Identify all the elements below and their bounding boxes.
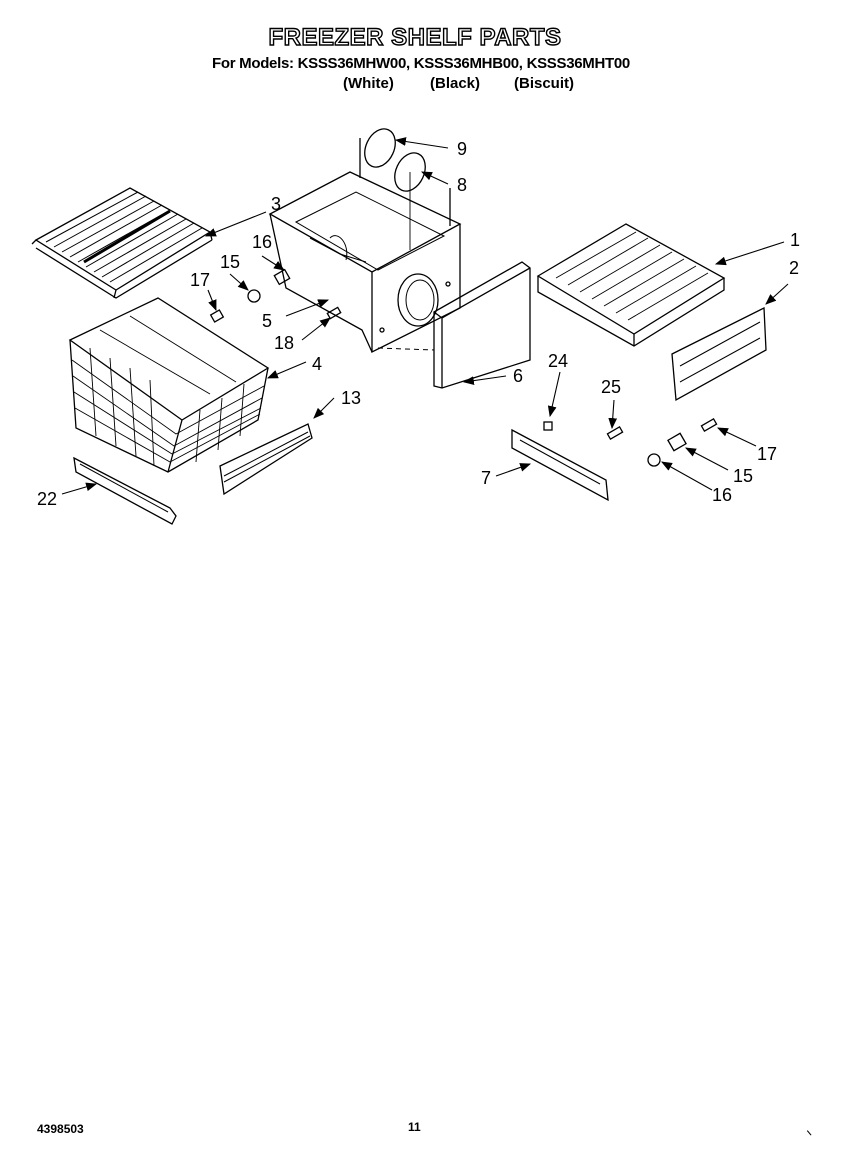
front-panel-part-6 <box>433 261 531 389</box>
callout-17: 17 <box>190 270 211 290</box>
callout-22: 22 <box>37 489 58 509</box>
glass-shelf-part-1 <box>536 223 726 347</box>
shelf-trim-part-2 <box>671 306 767 402</box>
callout-17: 17 <box>757 444 778 464</box>
spacer-part-15-right <box>667 432 687 452</box>
model-number: KSSS36MHT00 <box>526 55 631 72</box>
callout-2: 2 <box>789 258 800 278</box>
basket-rail-part-22 <box>73 456 177 525</box>
color-label-biscuit: (Biscuit) <box>514 75 574 92</box>
callout-8: 8 <box>457 175 468 195</box>
callout-4: 4 <box>312 354 323 374</box>
color-label-white: (White) <box>343 75 394 92</box>
screw-part-18 <box>326 306 342 320</box>
callout-9: 9 <box>457 139 468 159</box>
callout-13: 13 <box>341 388 362 408</box>
model-list: For Models: KSSS36MHW00, KSSS36MHB00, KS… <box>212 55 630 72</box>
bolt-part-16-right <box>647 453 661 467</box>
callout-16: 16 <box>252 232 273 252</box>
callout-7: 7 <box>481 468 492 488</box>
document-number: 4398503 <box>37 1122 84 1136</box>
cover-part-9 <box>364 128 396 168</box>
model-number: KSSS36MHW00, <box>297 55 411 72</box>
color-label-black: (Black) <box>430 75 481 92</box>
callout-16: 16 <box>712 485 733 505</box>
screw-part-25 <box>606 426 624 440</box>
model-number: KSSS36MHB00, <box>413 55 523 72</box>
models-prefix: For Models: <box>212 55 294 72</box>
rail-part-7 <box>511 428 609 502</box>
callout-24: 24 <box>548 351 569 371</box>
nut-part-24 <box>543 421 553 431</box>
callout-15: 15 <box>733 466 754 486</box>
page-title: FREEZER SHELF PARTS <box>268 23 562 51</box>
screw-part-17-right <box>700 418 718 432</box>
callout-3: 3 <box>271 194 282 214</box>
callout-25: 25 <box>601 377 622 397</box>
screw-part-17 <box>209 309 225 323</box>
shelf-housing <box>268 138 462 354</box>
callout-15: 15 <box>220 252 241 272</box>
spacer-part-15 <box>247 289 261 303</box>
wire-shelf-part-3 <box>31 187 213 299</box>
callout-5: 5 <box>262 311 273 331</box>
callout-18: 18 <box>274 333 295 353</box>
callout-6: 6 <box>513 366 524 386</box>
basket-rail-part-13 <box>219 423 313 496</box>
wire-basket-part-4 <box>68 297 270 473</box>
bolt-part-16 <box>273 268 291 286</box>
callout-1: 1 <box>790 230 801 250</box>
page-number: 11 <box>408 1120 421 1134</box>
